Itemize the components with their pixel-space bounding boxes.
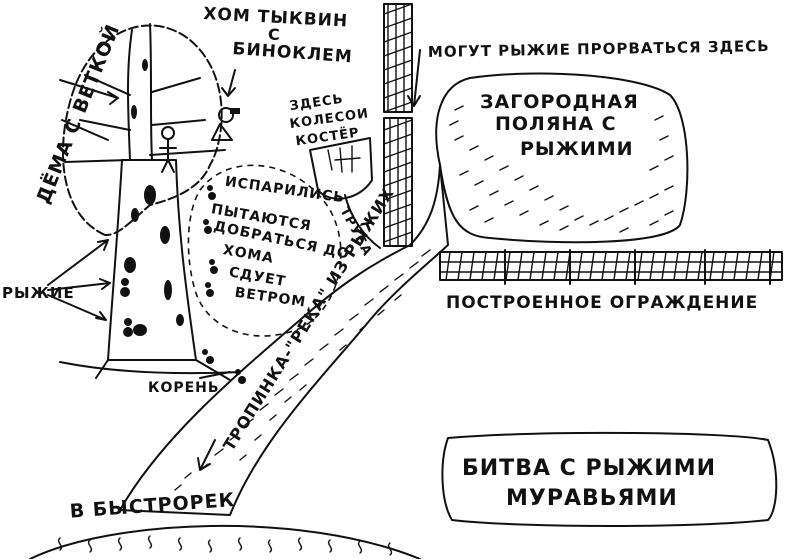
meadow-outline <box>435 72 689 244</box>
vertical-barrier <box>383 3 413 247</box>
title-line-2: МУРАВЬЯМИ <box>506 486 678 511</box>
arrow-ryzhie-2 <box>47 278 111 291</box>
ant-notes-bubble <box>187 164 342 337</box>
tree-branch-left <box>64 74 131 163</box>
label-polyana-3: РЫЖИМИ <box>520 138 634 160</box>
label-bystrorek: В БЫСТРОРЕК <box>69 489 236 523</box>
title-line-1: БИТВА С РЫЖИМИ <box>462 456 716 481</box>
tree-spine <box>127 23 153 161</box>
label-zdes-1: ЗДЕСЬ <box>289 92 345 114</box>
fence <box>439 249 783 285</box>
meadow <box>435 72 689 244</box>
arrow-ryzhie-3 <box>47 294 107 321</box>
meadow-hatching <box>449 105 674 233</box>
tree-ground <box>59 359 241 381</box>
figure-dema <box>159 126 177 173</box>
label-ispar: ИСПАРИЛИСЬ <box>224 174 346 207</box>
path-river <box>119 164 449 516</box>
text-labels: ХОМ ТЫКВИН С БИНОКЛЕМ ДЁМА С ВЕТКОЙ МОГУ… <box>2 4 770 523</box>
label-dema: ДЁМА С ВЕТКОЙ <box>30 20 124 207</box>
arrow-tropinka <box>197 439 216 471</box>
binocular-icon <box>230 108 240 114</box>
label-mogut: МОГУТ РЫЖИЕ ПРОРВАТЬСЯ ЗДЕСЬ <box>428 37 770 61</box>
label-sduet-2: ВЕТРОМ <box>234 285 307 311</box>
bonfire-wheel <box>309 137 381 249</box>
arrow-dema-1 <box>59 79 119 105</box>
label-polyana-2: ПОЛЯНА С <box>495 113 617 135</box>
label-koren: КОРЕНЬ <box>148 380 220 396</box>
tree-bark-marks <box>124 59 184 336</box>
label-s: С <box>268 25 281 44</box>
label-binocl: БИНОКЛЕМ <box>232 39 354 67</box>
figure-khom <box>211 107 240 141</box>
label-polyana-1: ЗАГОРОДНАЯ <box>480 91 639 113</box>
arrow-mogut <box>407 49 421 107</box>
bottom-hill <box>29 524 421 559</box>
tree-branch-right <box>149 77 226 156</box>
title-box <box>441 431 778 527</box>
ants-on-trunk <box>120 185 246 384</box>
arrows <box>47 49 421 471</box>
label-ograzhdenie: ПОСТРОЕННОЕ ОГРАЖДЕНИЕ <box>446 293 758 313</box>
pipe <box>344 194 381 249</box>
label-pyt-3: ХОМА <box>222 242 275 267</box>
arrow-ryzhie-1 <box>47 239 109 286</box>
path-river-hatching <box>174 249 431 491</box>
tree-crown <box>62 24 223 237</box>
arrow-koren <box>199 371 231 379</box>
arrow-khom <box>221 69 236 97</box>
arrow-dema-2 <box>61 119 109 141</box>
tree <box>59 23 246 384</box>
label-ryzhie: РЫЖИЕ <box>2 284 75 302</box>
path-river-outline <box>119 164 449 516</box>
